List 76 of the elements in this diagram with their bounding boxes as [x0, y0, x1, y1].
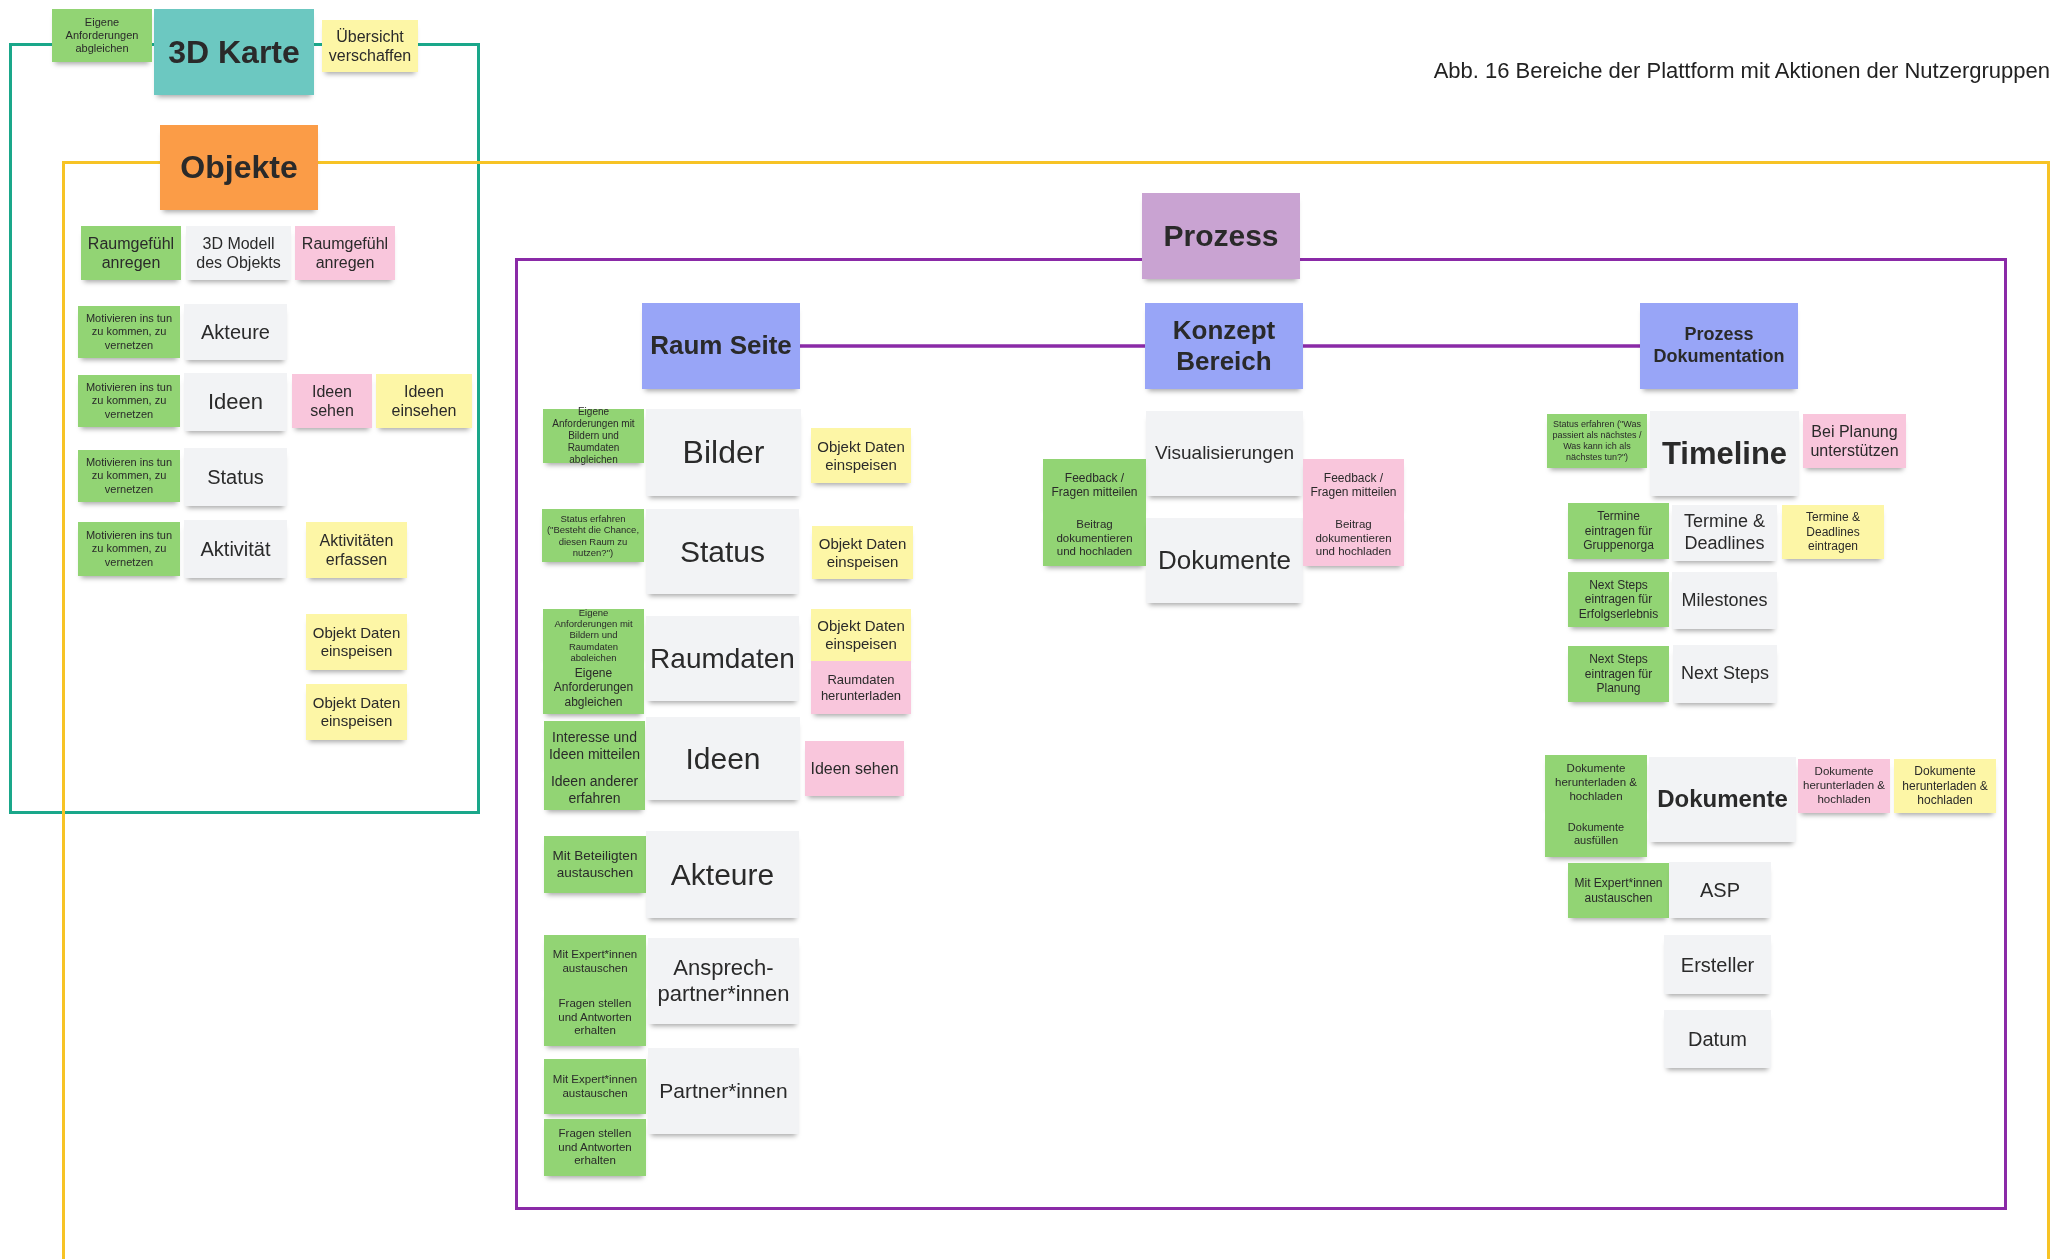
sticky-note: Motivieren ins tun zu kommen, zu vernetzen [78, 306, 180, 358]
sticky-note: Ideen sehen [292, 374, 372, 428]
sticky-note: Next Steps eintragen für Planung [1568, 646, 1669, 702]
feature-card: Akteure [184, 304, 287, 360]
feature-card: 3D Modell des Objekts [186, 226, 291, 280]
section-heading: 3D Karte [154, 9, 314, 95]
feature-card: Datum [1664, 1010, 1771, 1068]
sticky-note: Eigene Anforderungen mit Bildern und Raumdaten abgleichen [543, 409, 644, 463]
sticky-note: Objekt Daten einspeisen [812, 526, 913, 579]
feature-card: Aktivität [184, 520, 287, 578]
feature-card: Dokumente [1146, 518, 1303, 603]
sticky-note: Fragen stellen und Antworten erhalten [544, 989, 646, 1046]
sticky-note: Mit Expert*innen austauschen [544, 935, 646, 989]
section-heading: Prozess [1142, 193, 1300, 279]
sticky-note: Beitrag dokumentieren und hochladen [1043, 511, 1146, 566]
sticky-note: Mit Expert*innen austauschen [544, 1059, 646, 1114]
sticky-note: Motivieren ins tun zu kommen, zu vernetzen [78, 522, 180, 576]
sticky-note: Raumdaten herunterladen [811, 661, 911, 714]
sticky-note: Termine eintragen für Gruppenorga [1568, 503, 1669, 559]
feature-card: Next Steps [1673, 645, 1777, 703]
feature-card: Partner*innen [648, 1048, 799, 1134]
sticky-note: Objekt Daten einspeisen [811, 609, 911, 661]
sticky-note: Übersicht verschaffen [322, 20, 418, 72]
feature-card: Akteure [646, 831, 799, 918]
sticky-note: Interesse und Ideen mitteilen [544, 721, 645, 770]
sticky-note: Objekt Daten einspeisen [306, 614, 407, 670]
sticky-note: Aktivitäten erfassen [306, 522, 407, 578]
feature-card: Status [184, 448, 287, 506]
feature-card: Bilder [646, 409, 801, 496]
sticky-note: Fragen stellen und Antworten erhalten [544, 1119, 646, 1176]
section-heading: Raum Seite [642, 303, 800, 389]
feature-card: Raumdaten [646, 616, 799, 701]
feature-card: Timeline [1650, 411, 1799, 496]
sticky-note: Dokumente ausfüllen [1545, 811, 1647, 857]
feature-card: Termine & Deadlines [1672, 505, 1777, 561]
sticky-note: Next Steps eintragen für Erfolgserlebnis [1568, 572, 1669, 627]
sticky-note: Termine & Deadlines eintragen [1782, 505, 1884, 559]
sticky-note: Status erfahren ("Besteht die Chance, diesen Raum zu nutzen?") [542, 509, 644, 562]
sticky-note: Mit Expert*innen austauschen [1568, 863, 1669, 918]
sticky-note: Ideen sehen [805, 741, 904, 796]
section-heading: Prozess Dokumentation [1640, 303, 1798, 389]
feature-card: ASP [1669, 862, 1771, 918]
feature-card: Milestones [1672, 572, 1777, 629]
feature-card: Ideen [646, 717, 800, 800]
feature-card: Visualisierungen [1146, 411, 1303, 496]
sticky-note: Dokumente herunterladen & hochladen [1894, 759, 1996, 813]
sticky-note: Eigene Anforderungen abgleichen [52, 9, 152, 62]
sticky-note: Eigene Anforderungen mit Bildern und Raumdaten abgleichen [543, 609, 644, 661]
section-heading: Konzept Bereich [1145, 303, 1303, 389]
sticky-note: Status erfahren ("Was passiert als nächstes / Was kann ich als nächstes tun?") [1547, 414, 1647, 468]
feature-card: Dokumente [1649, 757, 1796, 842]
sticky-note: Feedback / Fragen mitteilen [1043, 459, 1146, 511]
sticky-note: Ideen einsehen [376, 374, 472, 428]
section-frame [515, 258, 2007, 1210]
feature-card: Status [646, 509, 799, 594]
connector-line [800, 344, 1145, 348]
sticky-note: Bei Planung unterstützen [1803, 414, 1906, 468]
sticky-note: Eigene Anforderungen abgleichen [543, 661, 644, 714]
section-heading: Objekte [160, 125, 318, 210]
sticky-note: Dokumente herunterladen & hochladen [1545, 755, 1647, 811]
figure-caption: Abb. 16 Bereiche der Plattform mit Aktionen der Nutzergruppen [1433, 58, 2050, 84]
sticky-note: Objekt Daten einspeisen [306, 684, 407, 740]
sticky-note: Dokumente herunterladen & hochladen [1798, 759, 1890, 813]
sticky-note: Beitrag dokumentieren und hochladen [1303, 511, 1404, 566]
sticky-note: Motivieren ins tun zu kommen, zu vernetzen [78, 450, 180, 502]
sticky-note: Objekt Daten einspeisen [811, 428, 911, 483]
sticky-note: Raumgefühl anregen [81, 226, 181, 280]
sticky-note: Motivieren ins tun zu kommen, zu vernetzen [78, 375, 180, 427]
sticky-note: Raumgefühl anregen [295, 226, 395, 280]
sticky-note: Ideen anderer erfahren [544, 770, 645, 810]
connector-line [1303, 344, 1640, 348]
feature-card: Ersteller [1664, 935, 1771, 994]
feature-card: Ansprech-partner*innen [648, 938, 799, 1024]
sticky-note: Feedback / Fragen mitteilen [1303, 459, 1404, 511]
feature-card: Ideen [184, 373, 287, 431]
sticky-note: Mit Beteiligten austauschen [544, 836, 646, 893]
